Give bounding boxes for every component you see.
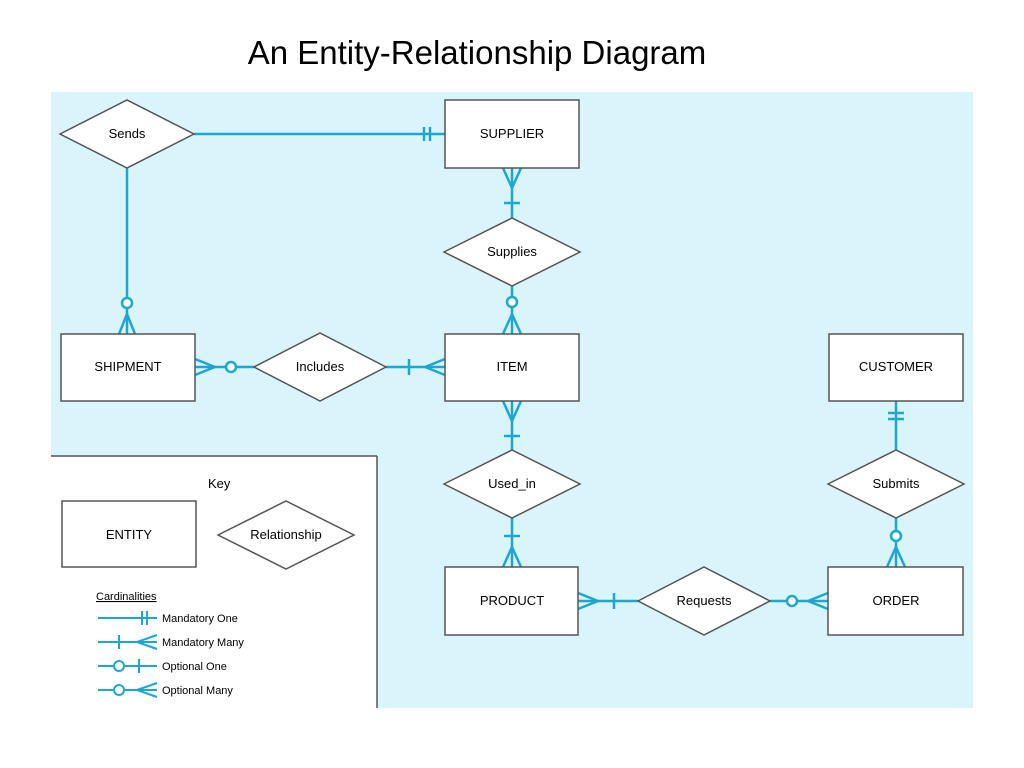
key-label-mandatory-one: Mandatory One [162, 613, 238, 625]
key-label-optional-many: Optional Many [162, 685, 233, 697]
entity-shipment-label: SHIPMENT [94, 359, 161, 374]
entity-customer-box [828, 333, 964, 402]
entity-shipment-box [60, 333, 196, 402]
connector-includes-item-crow-top [424, 357, 446, 369]
key-mark-mandatory-many-crow-bottom [136, 641, 158, 650]
connector-usedin-product-crow-left [501, 546, 514, 568]
relationship-supplies-label: Supplies [487, 244, 537, 259]
entity-supplier: SUPPLIER [444, 99, 580, 169]
relationship-sends: Sends [58, 99, 196, 169]
connector-item-usedin-crow-left [501, 400, 514, 422]
connector-submits-order-crow-left [885, 546, 898, 568]
relationship-requests-label: Requests [677, 593, 732, 608]
entity-supplier-box [444, 99, 580, 169]
key-title: Key [208, 476, 231, 491]
connector-product-requests-crow-top [577, 591, 599, 603]
key-mark-optional-many-circle [113, 684, 125, 696]
key-cardinalities-title: Cardinalities [96, 591, 157, 603]
entity-customer-label: CUSTOMER [859, 359, 933, 374]
connector-supplies-item-circle [505, 295, 519, 309]
key-mark-optional-many-crow-top [136, 682, 158, 691]
connector-requests-order-crow-bottom [807, 599, 829, 611]
entity-item-box [444, 333, 580, 402]
entity-supplier-label: SUPPLIER [480, 126, 544, 141]
key-panel: Key ENTITY Relationship Cardinalities Ma… [51, 455, 378, 708]
key-mark-optional-one-circle [113, 660, 125, 672]
connector-supplier-supplies-crow-left [501, 167, 514, 189]
relationship-used-in-diamond [442, 449, 582, 519]
relationship-submits: Submits [826, 449, 966, 519]
relationship-includes-label: Includes [296, 359, 345, 374]
entity-product-label: PRODUCT [480, 593, 544, 608]
relationship-includes: Includes [252, 332, 388, 402]
connector-sends-shipment-crow-right [125, 313, 137, 335]
entity-item: ITEM [444, 333, 580, 402]
relationship-sends-label: Sends [109, 126, 146, 141]
key-relationship-label: Relationship [250, 527, 322, 542]
relationship-supplies-diamond [442, 217, 582, 287]
entity-product: PRODUCT [444, 566, 579, 636]
key-label-mandatory-many: Mandatory Many [162, 637, 244, 649]
relationship-includes-diamond [252, 332, 388, 402]
key-entity-box [61, 500, 197, 568]
relationship-sends-diamond [58, 99, 196, 169]
connectors [117, 127, 907, 611]
connector-requests-order-circle [785, 594, 799, 608]
relationship-supplies: Supplies [442, 217, 582, 287]
entity-customer: CUSTOMER [828, 333, 964, 402]
connector-shipment-includes-crow-top [194, 357, 216, 369]
er-diagram: Key ENTITY Relationship Cardinalities Ma… [51, 92, 973, 708]
entity-order: ORDER [827, 566, 964, 636]
key-relationship-diamond [216, 500, 356, 570]
connector-sends-shipment-crow-left [117, 313, 129, 335]
relationship-submits-diamond [826, 449, 966, 519]
relationship-submits-label: Submits [873, 476, 920, 491]
relationship-used-in-label: Used_in [488, 476, 536, 491]
key-label-optional-one: Optional One [162, 661, 227, 673]
entity-product-box [444, 566, 579, 636]
connector-sends-shipment-circle [120, 296, 134, 310]
relationship-requests: Requests [636, 566, 772, 636]
connector-supplier-supplies-crow-right [510, 167, 523, 189]
key-mark-mandatory-many-crow-top [136, 634, 158, 643]
entity-shipment: SHIPMENT [60, 333, 196, 402]
connector-supplies-item-crow-left [501, 313, 514, 335]
connector-product-requests-crow-bottom [577, 599, 599, 611]
connector-shipment-includes-circle [224, 360, 238, 374]
entity-item-label: ITEM [496, 359, 527, 374]
relationship-requests-diamond [636, 566, 772, 636]
key-entity-label: ENTITY [106, 527, 153, 542]
connector-usedin-product-crow-right [510, 546, 523, 568]
connector-includes-item-crow-bottom [424, 365, 446, 377]
entity-order-label: ORDER [873, 593, 920, 608]
connector-shipment-includes-crow-bottom [194, 365, 216, 377]
entity-order-box [827, 566, 964, 636]
connector-item-usedin-crow-right [510, 400, 523, 422]
key-mark-optional-many-crow-bottom [136, 689, 158, 698]
relationship-used-in: Used_in [442, 449, 582, 519]
slide-title: An Entity-Relationship Diagram [247, 34, 707, 71]
connector-supplies-item-crow-right [510, 313, 523, 335]
connector-submits-order-circle [889, 529, 903, 543]
connector-requests-order-crow-top [807, 591, 829, 603]
connector-submits-order-crow-right [894, 546, 907, 568]
